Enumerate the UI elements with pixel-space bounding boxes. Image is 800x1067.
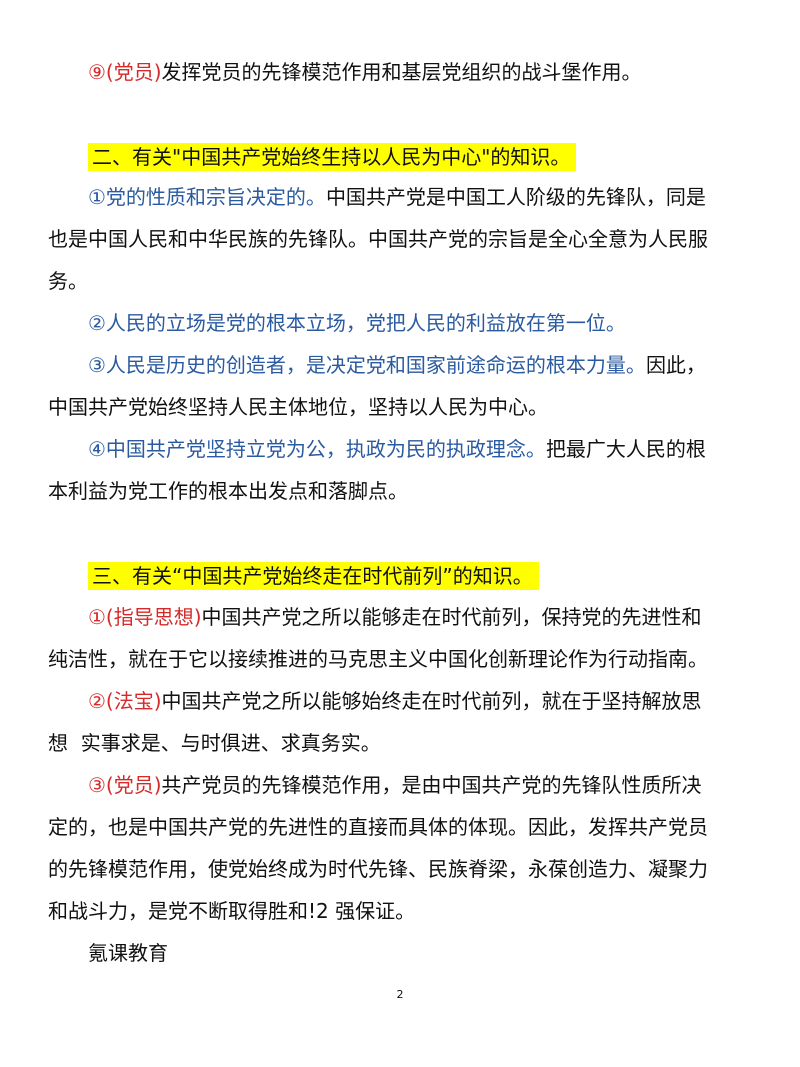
s2-paragraph-3-line-2: 中国共产党始终坚持人民主体地位，坚持以人民为中心。 [48,395,548,419]
highlighted-heading: 二、有关"中国共产党始终生持以人民为中心"的知识。 [88,143,577,171]
s3-paragraph-1-line-2: 纯洁性，就在于它以接续推进的马克思主义中国化创新理论作为行动指南。 [48,647,708,671]
marker-guiding-thought: ①(指导思想) [88,605,202,629]
highlighted-heading: 三、有关“中国共产党始终走在时代前列”的知识。 [88,562,539,590]
paragraph-9-line-1: ⑨(党员)发挥党员的先锋模范作用和基层党组织的战斗堡作用。 [88,59,642,85]
s2-paragraph-4-line-2: 本利益为党工作的根本出发点和落脚点。 [48,479,408,503]
s3-paragraph-2-line-1: ②(法宝)中国共产党之所以能够始终走在时代前列，就在于坚持解放思 [88,688,702,714]
text: 中国共产党是中国工人阶级的先锋队，同是 [325,185,706,209]
s3-paragraph-2-line-2: 想 实事求是、与时俱进、求真务实。 [48,731,381,755]
text: 发挥党员的先锋模范作用和基层党组织的战斗堡作用。 [161,60,642,84]
lead-phrase: ①党的性质和宗旨决定的。 [88,185,326,209]
marker-party-member: ③(党员) [88,773,162,797]
marker-9-party-member: ⑨(党员) [88,60,162,84]
s2-paragraph-1-line-1: ①党的性质和宗旨决定的。中国共产党是中国工人阶级的先锋队，同是 [88,184,706,210]
footer-brand: 氪课教育 [88,941,168,965]
lead-phrase: ③人民是历史的创造者，是决定党和国家前途命运的根本力量。 [88,353,646,377]
text: 共产党员的先锋模范作用，是由中国共产党的先锋队性质所决 [161,773,702,797]
s3-paragraph-3-line-4: 和战斗力，是党不断取得胜和!2 强保证。 [48,899,416,923]
s3-paragraph-3-line-1: ③(党员)共产党员的先锋模范作用，是由中国共产党的先锋队性质所决 [88,772,702,798]
s2-paragraph-1-line-2: 也是中国人民和中华民族的先锋队。中国共产党的宗旨是全心全意为人民服 [48,227,708,251]
text: 中国共产党之所以能够走在时代前列，保持党的先进性和 [201,605,702,629]
s2-paragraph-3-line-1: ③人民是历史的创造者，是决定党和国家前途命运的根本力量。因此， [88,352,706,378]
text: 把最广大人民的根 [545,437,706,461]
page-number: 2 [396,988,404,1001]
s3-paragraph-3-line-3: 的先锋模范作用，使党始终成为时代先锋、民族脊梁，永葆创造力、凝聚力 [48,857,708,881]
section-3-heading: 三、有关“中国共产党始终走在时代前列”的知识。 [88,562,539,590]
lead-phrase: ②人民的立场是党的根本立场，党把人民的利益放在第一位。 [88,311,626,335]
lead-phrase: ④中国共产党坚持立党为公，执政为民的执政理念。 [88,437,546,461]
text: 中国共产党之所以能够始终走在时代前列，就在于坚持解放思 [161,689,702,713]
s2-paragraph-4-line-1: ④中国共产党坚持立党为公，执政为民的执政理念。把最广大人民的根 [88,436,706,462]
s3-paragraph-1-line-1: ①(指导思想)中国共产党之所以能够走在时代前列，保持党的先进性和 [88,604,702,630]
marker-magic-weapon: ②(法宝) [88,689,162,713]
text: 因此， [645,353,706,377]
s2-paragraph-1-line-3: 务。 [48,269,88,293]
section-2-heading: 二、有关"中国共产党始终生持以人民为中心"的知识。 [88,143,577,171]
s3-paragraph-3-line-2: 定的，也是中国共产党的先进性的直接而具体的体现。因此，发挥共产党员 [48,815,708,839]
s2-paragraph-2: ②人民的立场是党的根本立场，党把人民的利益放在第一位。 [88,310,626,336]
